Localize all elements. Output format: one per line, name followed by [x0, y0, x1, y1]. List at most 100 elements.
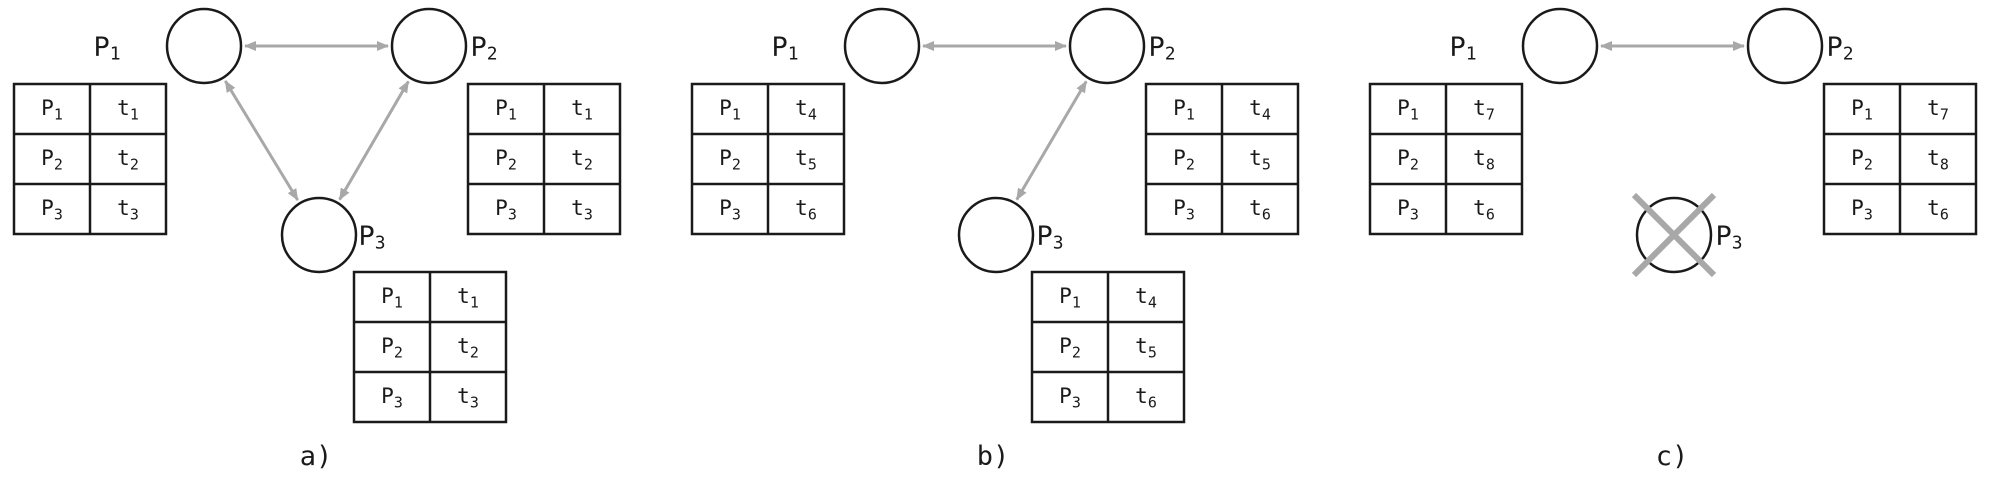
panel-3-node-P2: [1746, 7, 1824, 85]
panel-2-link-P2-P3: [1015, 80, 1088, 201]
panel-1-node-label-P1-subscript: 1: [110, 43, 121, 64]
panel-2-table-P1-row-1-process-subscript: 1: [732, 105, 741, 123]
panel-1-table-P1-row-3-process-subscript: 3: [54, 205, 63, 223]
panel-1-table-P1-row-2-timestamp-subscript: 2: [130, 155, 139, 173]
panel-1-table-P3-row-2-timestamp-main: t: [457, 334, 470, 358]
panel-2-table-P3-row-3-timestamp-main: t: [1135, 384, 1148, 408]
panel-2-table-P2-row-1-process: P1: [1173, 96, 1195, 123]
panel-2-table-P2-row-3-process: P3: [1173, 196, 1195, 223]
panel-2-table-P3-row-1-timestamp: t4: [1135, 284, 1157, 311]
panel-1-table-P2-row-2-process-main: P: [495, 146, 508, 170]
panel-3-table-P1-row-2-timestamp: t8: [1473, 146, 1495, 173]
panel-2-table-P2-row-1-timestamp-subscript: 4: [1262, 105, 1271, 123]
panel-1-table-P1-row-3-timestamp-subscript: 3: [130, 205, 139, 223]
panel-1-node-label-P2: P2: [470, 32, 497, 65]
panel-2-table-P1-row-2-timestamp: t5: [795, 146, 817, 173]
panel-1-table-P2-row-3-timestamp: t3: [571, 196, 593, 223]
panel-1-node-label-P3: P3: [358, 221, 385, 254]
panel-2-table-P1-row-1-timestamp-subscript: 4: [808, 105, 817, 123]
panel-3-table-P2-row-2-timestamp-subscript: 8: [1940, 155, 1949, 173]
panel-3-node-label-P3-main: P: [1715, 221, 1731, 252]
panel-1-table-P2-row-3-process: P3: [495, 196, 517, 223]
panel-3-table-P2-row-1-timestamp-subscript: 7: [1940, 105, 1949, 123]
panel-1-table-P3-row-2-process-main: P: [381, 334, 394, 358]
panel-2-table-P3-row-2-process: P2: [1059, 334, 1081, 361]
panel-2-table-P1-row-2-timestamp-main: t: [795, 146, 808, 170]
panel-2-node-label-P1-main: P: [771, 32, 787, 63]
panel-1-table-P1-row-2-process: P2: [41, 146, 63, 173]
panel-1-table-P3-row-1-process: P1: [381, 284, 403, 311]
panel-3-node-label-P3-subscript: 3: [1732, 232, 1743, 253]
panel-3-table-P2-row-1-timestamp-main: t: [1927, 96, 1940, 120]
panel-1-node-label-P1-main: P: [93, 32, 109, 63]
panel-3-table-P2-row-3-timestamp: t6: [1927, 196, 1949, 223]
panel-1-table-P3-row-3-process-subscript: 3: [394, 393, 403, 411]
panel-3-table-P1-row-3-process-subscript: 3: [1410, 205, 1419, 223]
panel-1-table-P1-row-3-timestamp: t3: [117, 196, 139, 223]
panel-2-table-P3-row-1-timestamp-main: t: [1135, 284, 1148, 308]
panel-3-node-P1: [1521, 7, 1599, 85]
panel-1-node-P1: [165, 7, 243, 85]
panel-3-table-P2-row-2-timestamp: t8: [1927, 146, 1949, 173]
panel-2-table-P2-row-1-process-main: P: [1173, 96, 1186, 120]
panel-3-node-label-P2-main: P: [1826, 32, 1842, 63]
panel-1-table-P3-row-1-timestamp-subscript: 1: [470, 293, 479, 311]
panel-2-table-P1-row-3-process-main: P: [719, 196, 732, 220]
panel-1-table-P1-row-1-process: P1: [41, 96, 63, 123]
panel-2-table-P3-row-1-process: P1: [1059, 284, 1081, 311]
panel-3-table-P2-row-1-process-main: P: [1851, 96, 1864, 120]
panel-2-table-P2-row-3-timestamp-subscript: 6: [1262, 205, 1271, 223]
panel-1-table-P2-row-2-process: P2: [495, 146, 517, 173]
panel-1-table-P3-row-2-process: P2: [381, 334, 403, 361]
panel-2-table-P2-row-2-process-main: P: [1173, 146, 1186, 170]
panel-2-table-P1-row-2-timestamp-subscript: 5: [808, 155, 817, 173]
panel-3-table-P2-row-3-process-main: P: [1851, 196, 1864, 220]
panel-2-node-label-P3-subscript: 3: [1053, 232, 1064, 253]
panel-1-table-P1-row-1-timestamp-subscript: 1: [130, 105, 139, 123]
panel-2-table-P1-row-2-process: P2: [719, 146, 741, 173]
panel-2-table-P3-row-3-process-main: P: [1059, 384, 1072, 408]
panel-2-table-P1-row-3-timestamp-main: t: [795, 196, 808, 220]
panel-3-table-P2-row-1-process-subscript: 1: [1864, 105, 1873, 123]
panel-3-table-P2-row-1-timestamp: t7: [1927, 96, 1949, 123]
panel-2-node-label-P2: P2: [1148, 32, 1175, 65]
panel-2-caption: b): [977, 441, 1010, 472]
panel-1-node-label-P3-main: P: [358, 221, 374, 252]
panel-3-table-P1-row-2-timestamp-subscript: 8: [1486, 155, 1495, 173]
panel-2-table-P1-row-1-process: P1: [719, 96, 741, 123]
panel-2-table-P3-row-2-process-main: P: [1059, 334, 1072, 358]
panel-2-table-P3-row-3-timestamp: t6: [1135, 384, 1157, 411]
panel-1-table-P3-row-3-timestamp: t3: [457, 384, 479, 411]
panel-2-table-P1-row-3-timestamp: t6: [795, 196, 817, 223]
panel-2-node-label-P2-subscript: 2: [1165, 43, 1176, 64]
panel-2-table-P2-row-1-process-subscript: 1: [1186, 105, 1195, 123]
panel-2-table-P2-row-3-process-subscript: 3: [1186, 205, 1195, 223]
panel-2-table-P3-row-3-process-subscript: 3: [1072, 393, 1081, 411]
panel-1-node-P3: [280, 196, 358, 274]
panel-2-table-P2-row-2-timestamp: t5: [1249, 146, 1271, 173]
panel-3-table-P2-row-2-process-main: P: [1851, 146, 1864, 170]
panel-2-node-label-P3: P3: [1036, 221, 1063, 254]
panel-2-node-P2: [1068, 7, 1146, 85]
panel-2-table-P2-row-2-process-subscript: 2: [1186, 155, 1195, 173]
panel-1-table-P2-row-1-timestamp-main: t: [571, 96, 584, 120]
panel-3-table-P1-row-1-process: P1: [1397, 96, 1419, 123]
panel-3-table-P2-row-3-process-subscript: 3: [1864, 205, 1873, 223]
panel-3-table-P1-row-3-process-main: P: [1397, 196, 1410, 220]
panel-1-table-P3-row-3-timestamp-main: t: [457, 384, 470, 408]
panel-2-table-P3-row-2-timestamp-subscript: 5: [1148, 343, 1157, 361]
panel-1-table-P2-row-1-process-subscript: 1: [508, 105, 517, 123]
panel-3-table-P2-row-2-timestamp-main: t: [1927, 146, 1940, 170]
panel-2-table-P2-row-1-timestamp-main: t: [1249, 96, 1262, 120]
panel-1-table-P1-row-3-timestamp-main: t: [117, 196, 130, 220]
panel-3-caption: c): [1656, 441, 1689, 472]
panel-3-table-P1-row-1-process-main: P: [1397, 96, 1410, 120]
panel-2-table-P3-row-1-process-main: P: [1059, 284, 1072, 308]
panel-3-node-label-P2-subscript: 2: [1843, 43, 1854, 64]
panel-1-node-label-P2-main: P: [470, 32, 486, 63]
panel-2-table-P1-row-3-process: P3: [719, 196, 741, 223]
panel-3-node-label-P1-subscript: 1: [1466, 43, 1477, 64]
panel-1-table-P2-row-2-timestamp-main: t: [571, 146, 584, 170]
